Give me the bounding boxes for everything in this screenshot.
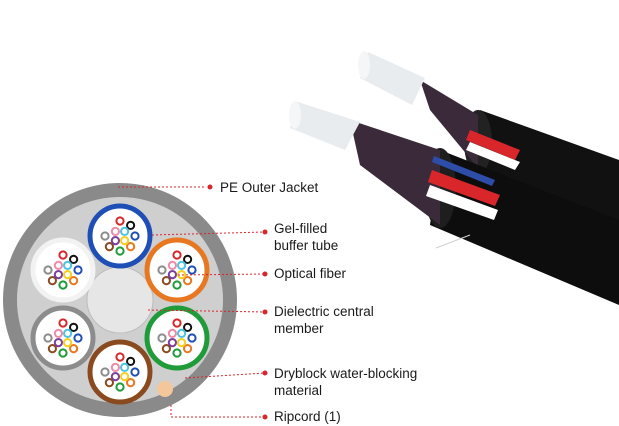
fiber-slate <box>43 265 53 275</box>
dielectric-central-member-shape <box>86 266 154 334</box>
fiber-yellow <box>119 371 130 382</box>
tube-ring-slate <box>30 305 96 371</box>
fiber-rose <box>110 362 121 373</box>
fiber-red <box>115 352 125 362</box>
tube-ring-blue <box>87 203 153 269</box>
fiber-red <box>172 250 182 260</box>
fiber-aqua <box>62 328 73 339</box>
fiber-yellow <box>176 337 187 348</box>
fiber-rose <box>167 328 178 339</box>
fiber-yellow <box>62 269 73 280</box>
callout-lines <box>118 186 266 418</box>
fiber-blue <box>73 333 83 343</box>
label-dielectric-central-member: Dielectric central member <box>274 304 374 336</box>
label-gel-filled-buffer-tube: Gel-filled buffer tube <box>274 221 339 253</box>
fiber-aqua <box>119 362 130 373</box>
fiber-white <box>104 356 114 366</box>
fiber-blue <box>130 231 140 241</box>
fiber-slate <box>43 333 53 343</box>
fiber-brown <box>161 276 171 286</box>
tube-ring-brown <box>87 339 153 405</box>
fiber-green <box>172 348 182 358</box>
fiber-green <box>115 246 125 256</box>
fiber-red <box>58 318 68 328</box>
fiber-violet <box>110 371 121 382</box>
fiber-brown <box>47 344 57 354</box>
fiber-blue <box>130 367 140 377</box>
fiber-green <box>115 382 125 392</box>
cable-illustration-front <box>289 101 619 305</box>
buffer-tube-green <box>144 305 210 371</box>
fiber-aqua <box>62 260 73 271</box>
fiber-brown <box>104 378 114 388</box>
fiber-violet <box>53 269 64 280</box>
fiber-black <box>69 254 79 264</box>
tube-ring-orange <box>144 237 210 303</box>
buffer-tube-orange <box>144 237 210 303</box>
ripcord-shape <box>157 381 173 397</box>
fiber-black <box>69 322 79 332</box>
fiber-orange <box>183 344 193 354</box>
buffer-tube-brown <box>87 339 153 405</box>
fiber-green <box>58 348 68 358</box>
fiber-black <box>126 220 136 230</box>
label-dryblock-material: Dryblock water-blocking material <box>274 366 418 398</box>
fiber-violet <box>167 337 178 348</box>
fiber-brown <box>104 242 114 252</box>
fiber-aqua <box>119 226 130 237</box>
fiber-rose <box>53 328 64 339</box>
fiber-violet <box>167 269 178 280</box>
fiber-red <box>58 250 68 260</box>
label-optical-fiber: Optical fiber <box>274 266 347 281</box>
fiber-rose <box>53 260 64 271</box>
label-ripcord: Ripcord (1) <box>274 409 341 424</box>
fiber-aqua <box>176 260 187 271</box>
fiber-red <box>115 216 125 226</box>
fiber-violet <box>53 337 64 348</box>
fiber-white <box>104 220 114 230</box>
fiber-black <box>126 356 136 366</box>
fiber-aqua <box>176 328 187 339</box>
fiber-brown <box>161 344 171 354</box>
buffer-tube-white <box>30 237 96 303</box>
cable-illustration-back <box>358 51 619 235</box>
fiber-rose <box>110 226 121 237</box>
tube-ring-white <box>30 237 96 303</box>
fiber-orange <box>69 276 79 286</box>
fiber-slate <box>157 333 167 343</box>
fiber-blue <box>187 333 197 343</box>
fiber-red <box>172 318 182 328</box>
fiber-white <box>47 322 57 332</box>
fiber-white <box>47 254 57 264</box>
fiber-orange <box>183 276 193 286</box>
fiber-orange <box>126 378 136 388</box>
fiber-green <box>58 280 68 290</box>
fiber-yellow <box>119 235 130 246</box>
cross-section <box>3 183 237 417</box>
fiber-black <box>183 254 193 264</box>
fiber-slate <box>157 265 167 275</box>
fiber-slate <box>100 231 110 241</box>
fiber-violet <box>110 235 121 246</box>
label-pe-outer-jacket: PE Outer Jacket <box>220 180 319 195</box>
fiber-blue <box>187 265 197 275</box>
fiber-green <box>172 280 182 290</box>
callout-dots <box>207 184 268 420</box>
fiber-black <box>183 322 193 332</box>
fiber-rose <box>167 260 178 271</box>
fiber-white <box>161 322 171 332</box>
fiber-white <box>161 254 171 264</box>
fiber-blue <box>73 265 83 275</box>
fiber-brown <box>47 276 57 286</box>
buffer-tube-slate <box>30 305 96 371</box>
fiber-slate <box>100 367 110 377</box>
fiber-orange <box>69 344 79 354</box>
fiber-yellow <box>62 337 73 348</box>
fiber-orange <box>126 242 136 252</box>
tube-ring-green <box>144 305 210 371</box>
buffer-tube-blue <box>87 203 153 269</box>
